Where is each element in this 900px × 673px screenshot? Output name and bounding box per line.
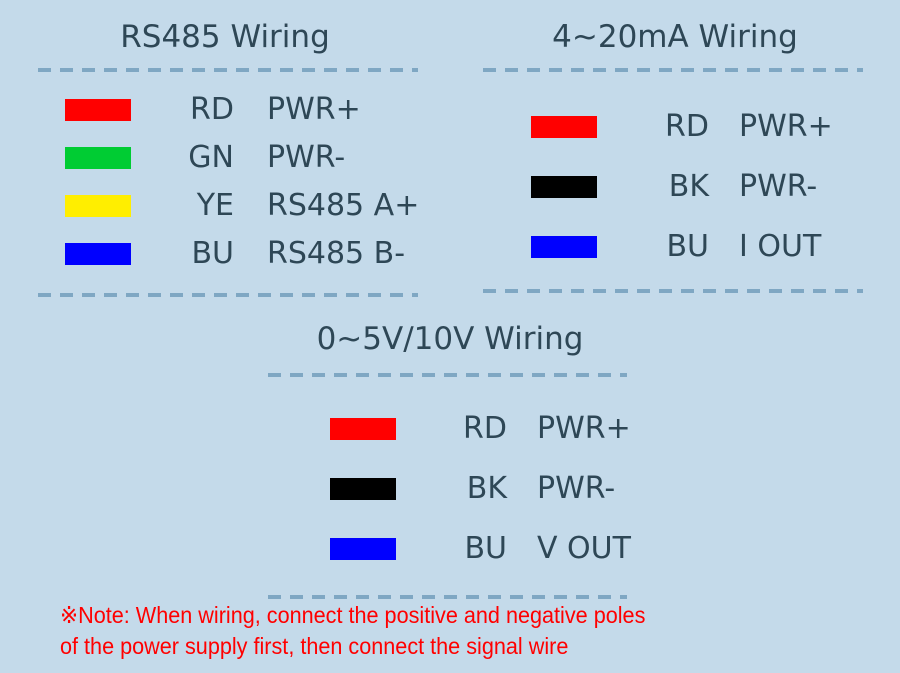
wire-function: PWR- [537, 471, 616, 506]
yellow-swatch [65, 195, 131, 217]
wire-row: BU I OUT [450, 217, 900, 277]
wire-list-rs485: RD PWR+ GN PWR- YE RS485 A+ BU RS485 B- [0, 72, 450, 278]
panel-0-5v-10v-wiring: 0~5V/10V Wiring RD PWR+ BK PWR- BU V OUT [225, 305, 675, 599]
green-swatch [65, 147, 131, 169]
red-swatch [531, 116, 597, 138]
wire-function: PWR+ [267, 92, 361, 127]
dashed-rule-bottom [483, 289, 863, 293]
wire-row: BU V OUT [225, 519, 675, 579]
panel-title-rs485: RS485 Wiring [120, 19, 330, 55]
wire-code: BK [668, 169, 709, 204]
dashed-rule-top [483, 68, 863, 72]
panel-title-0-5v-10v: 0~5V/10V Wiring [316, 321, 584, 357]
wire-row: YE RS485 A+ [0, 182, 450, 230]
wire-row: GN PWR- [0, 134, 450, 182]
wire-function: PWR+ [739, 109, 833, 144]
panel-rs485-wiring: RS485 Wiring RD PWR+ GN PWR- YE RS485 A+… [0, 0, 450, 297]
wire-code: BU [464, 531, 507, 566]
wire-row: BK PWR- [450, 157, 900, 217]
wire-function: PWR- [739, 169, 818, 204]
dashed-rule-top [268, 373, 627, 377]
dashed-rule-bottom [38, 293, 418, 297]
wire-row: BU RS485 B- [0, 230, 450, 278]
wire-row: RD PWR+ [450, 97, 900, 157]
red-swatch [65, 99, 131, 121]
wire-row: RD PWR+ [225, 399, 675, 459]
wire-row: BK PWR- [225, 459, 675, 519]
wire-function: I OUT [739, 229, 822, 264]
wire-code: RD [463, 411, 507, 446]
panel-title-4-20ma: 4~20mA Wiring [552, 19, 798, 55]
wire-code: RD [190, 92, 234, 127]
wire-code: BU [666, 229, 709, 264]
dashed-rule-top [38, 68, 418, 72]
note-line-1: ※Note: When wiring, connect the positive… [60, 602, 646, 628]
wire-code: YE [196, 188, 234, 223]
wire-code: BK [466, 471, 507, 506]
blue-swatch [330, 538, 396, 560]
dashed-rule-bottom [268, 595, 627, 599]
wire-list-0-5v-10v: RD PWR+ BK PWR- BU V OUT [225, 377, 675, 579]
wire-list-4-20ma: RD PWR+ BK PWR- BU I OUT [450, 72, 900, 277]
wire-code: GN [188, 140, 234, 175]
black-swatch [330, 478, 396, 500]
note-line-2: of the power supply first, then connect … [60, 633, 569, 659]
wire-function: PWR- [267, 140, 346, 175]
wire-row: RD PWR+ [0, 86, 450, 134]
wire-function: RS485 B- [267, 236, 406, 271]
wire-code: BU [191, 236, 234, 271]
blue-swatch [65, 243, 131, 265]
black-swatch [531, 176, 597, 198]
wiring-note: ※Note: When wiring, connect the positive… [60, 600, 831, 662]
wire-code: RD [665, 109, 709, 144]
blue-swatch [531, 236, 597, 258]
wire-function: RS485 A+ [267, 188, 420, 223]
red-swatch [330, 418, 396, 440]
panel-4-20ma-wiring: 4~20mA Wiring RD PWR+ BK PWR- BU I OUT [450, 0, 900, 293]
wire-function: PWR+ [537, 411, 631, 446]
wire-function: V OUT [537, 531, 631, 566]
